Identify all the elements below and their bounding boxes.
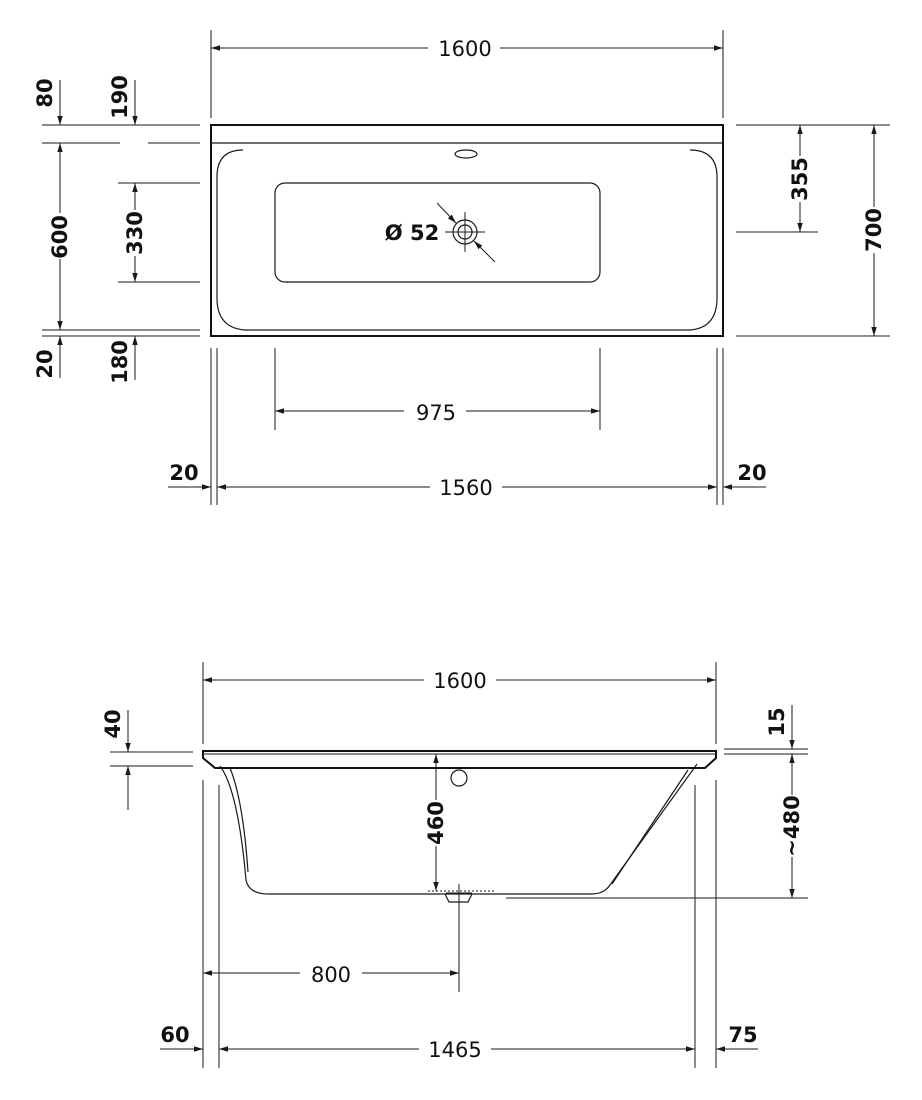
overflow-slot: [454, 149, 478, 159]
top-length-1600: 1600: [438, 37, 491, 61]
side-view: 1600 40 15 ~480 460 800 1: [101, 662, 808, 1068]
top-side-right-20: 20: [737, 461, 766, 485]
side-depth-460: 460: [424, 801, 448, 845]
top-inner-width-600: 600: [48, 215, 72, 259]
side-offset-60: 60: [160, 1023, 189, 1047]
tub-body-side: [219, 763, 698, 895]
top-overall-width-700: 700: [862, 208, 886, 252]
top-side-left-20: 20: [169, 461, 198, 485]
side-offset-75: 75: [728, 1023, 757, 1047]
drain-diameter-label: Ø 52: [385, 221, 439, 245]
top-rim-180: 180: [108, 340, 132, 384]
top-view: Ø 52 1600 80 190 600 330 20: [33, 30, 890, 505]
top-bottom-length-975: 975: [416, 401, 456, 425]
top-drain-offset-355: 355: [788, 157, 812, 201]
drain-icon: [436, 202, 496, 263]
side-rim-15: 15: [765, 707, 789, 736]
side-base-1465: 1465: [428, 1038, 481, 1062]
side-length-1600: 1600: [433, 669, 486, 693]
side-rim-40: 40: [101, 709, 125, 738]
top-rim-190: 190: [108, 75, 132, 119]
tub-bottom-area: [274, 182, 601, 283]
top-bottom-width-330: 330: [123, 211, 147, 255]
top-rim-80: 80: [33, 78, 57, 107]
tub-rim-side: [202, 750, 717, 769]
top-rim-20: 20: [33, 349, 57, 378]
tub-basin-top: [216, 149, 718, 331]
side-height-480: ~480: [780, 795, 804, 856]
tub-outline-top: [210, 124, 724, 337]
side-drain-800: 800: [311, 963, 351, 987]
top-inner-length-1560: 1560: [439, 476, 492, 500]
overflow-icon: [450, 769, 468, 787]
